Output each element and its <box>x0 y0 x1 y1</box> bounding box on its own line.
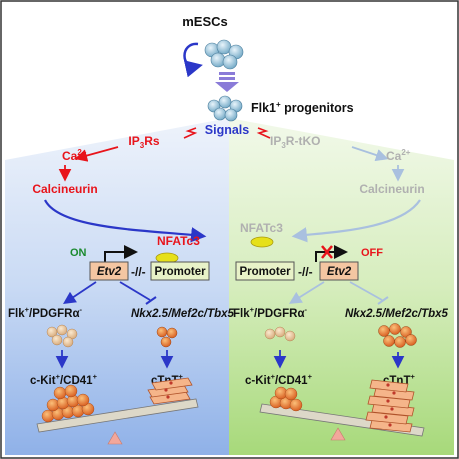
break-mark-right: -//- <box>298 265 313 279</box>
cardiomyocyte-stack-right <box>365 379 415 433</box>
cardio-progenitor-cells <box>156 326 178 348</box>
marker-hemato-label-right: c-Kit+/CD41+ <box>245 372 313 387</box>
nfatc3-label-right: NFATc3 <box>240 221 283 235</box>
ip3r-tko-label: IP3R-tKO <box>270 134 320 150</box>
etv2-label: Etv2 <box>97 266 122 278</box>
inhibit-bar-right <box>377 296 389 305</box>
progenitors-label: Flk1+ progenitors <box>251 100 354 115</box>
cardio-progenitor-cells-right <box>378 323 417 348</box>
lineage-cardio-label-right: Nkx2.5/Mef2c/Tbx5 <box>345 308 449 320</box>
left-seesaw <box>36 377 199 445</box>
transcription-arrow <box>104 245 138 262</box>
right-panel <box>229 118 454 455</box>
calcineurin-label-right: Calcineurin <box>359 182 424 196</box>
arrow-etv2-hemato <box>63 281 97 304</box>
nfatc3-label: NFATc3 <box>157 234 200 248</box>
off-label: OFF <box>361 247 383 259</box>
transcription-arrow-right <box>315 245 348 262</box>
etv2-gene-box <box>89 261 129 281</box>
etv2-label-right: Etv2 <box>327 266 352 278</box>
lineage-hemato-label-right: Flk+/PDGFRα- <box>233 305 308 320</box>
lightning-icon <box>256 127 271 139</box>
break-mark: -//- <box>131 265 146 279</box>
arrow-calcineurin-nfat <box>44 199 207 243</box>
calcineurin-label: Calcineurin <box>32 182 97 196</box>
blood-cell-pile <box>41 384 95 423</box>
marker-hemato-label: c-Kit+/CD41+ <box>30 372 98 387</box>
promoter-box-right <box>235 261 295 281</box>
ca-label-right: Ca2+ <box>386 148 411 163</box>
left-panel <box>5 118 229 455</box>
on-label: ON <box>70 247 87 259</box>
blood-cell-pile-right <box>269 386 303 412</box>
promoter-label: Promoter <box>154 266 206 278</box>
ca-label: Ca2+ <box>62 148 87 163</box>
signals-label: Signals <box>205 123 250 137</box>
self-renewal-arrow <box>183 42 203 78</box>
arrow-etv2-hemato-right <box>288 281 325 304</box>
differentiation-arrow <box>215 72 239 92</box>
nfatc3-oval-right <box>250 236 274 248</box>
cardiomyocyte-stack <box>147 377 193 405</box>
etv2-gene-box-right <box>319 261 359 281</box>
progenitor-cluster <box>207 95 243 122</box>
hemato-progenitor-cells-right <box>264 326 296 342</box>
ip3rs-label: IP3Rs <box>128 134 159 150</box>
arrow-ip3rs-ca <box>74 146 119 162</box>
hemato-progenitor-cells <box>46 324 78 348</box>
inhibit-bar <box>145 296 157 305</box>
inhibit-etv2-cardio-right <box>349 281 383 301</box>
inhibit-etv2-cardio <box>119 281 151 301</box>
promoter-label-right: Promoter <box>239 266 291 278</box>
arrow-tko-ca <box>351 146 389 162</box>
right-seesaw <box>259 379 425 441</box>
blocked-x-icon <box>321 245 333 259</box>
lineage-cardio-label: Nkx2.5/Mef2c/Tbx5 <box>131 308 235 320</box>
mescs-label: mESCs <box>182 14 228 29</box>
promoter-box <box>150 261 210 281</box>
mesc-cluster <box>204 39 244 70</box>
lineage-hemato-label: Flk+/PDGFRα- <box>8 305 83 320</box>
arrow-calcineurin-nfat-right <box>291 199 421 243</box>
lightning-icon <box>183 127 198 139</box>
